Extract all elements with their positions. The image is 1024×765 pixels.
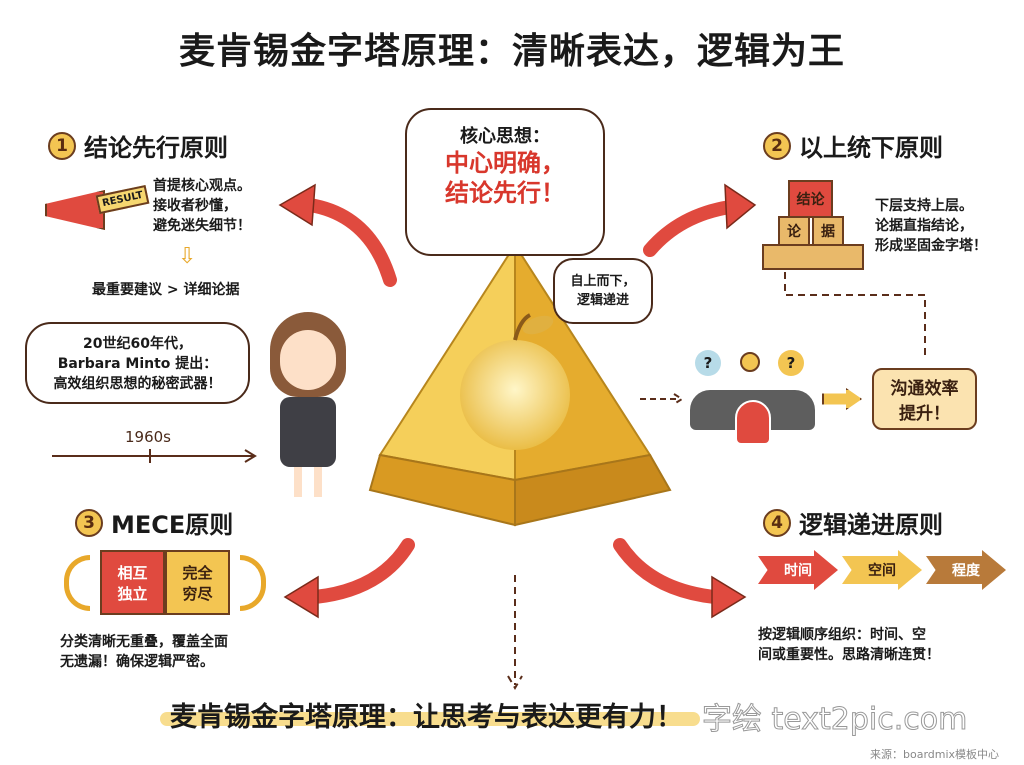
block-argument-2: 据: [812, 216, 844, 246]
top-down-bubble: 自上而下， 逻辑递进: [553, 258, 653, 324]
bottom-slogan: 麦肯锡金字塔原理：让思考与表达更有力！: [170, 702, 683, 733]
principle-4-text: 按逻辑顺序组织：时间、空 间或重要性。思路清晰连贯！: [758, 627, 940, 663]
outcome-box: 沟通效率 提升！: [872, 368, 977, 430]
bottom-highlight: [160, 712, 700, 726]
golden-apple-icon: [460, 340, 570, 450]
barbara-minto-avatar: [262, 312, 354, 502]
dashed-arrow: [640, 393, 684, 405]
result-badge: RESULT: [95, 184, 150, 215]
principle-title: MECE原则: [111, 511, 234, 539]
dashed-connector: [784, 272, 926, 355]
principle-1-heading: 1 结论先行原则: [48, 128, 228, 163]
principle-3-text: 分类清晰无重叠，覆盖全面 无遗漏！确保逻辑严密。: [60, 634, 228, 670]
number-badge: 4: [763, 508, 791, 537]
golden-pyramid: [368, 241, 672, 527]
audience-group-icon: ? ?: [690, 350, 815, 445]
principle-2-text: 下层支持上层。 论据直指结论， 形成坚固金字塔！: [875, 198, 987, 254]
number-badge: 2: [763, 131, 791, 160]
principle-1-text: 首提核心观点。 接收者秒懂， 避免迷失细节！: [153, 178, 251, 234]
number-badge: 3: [75, 508, 103, 537]
cycle-arrow-right-icon: [240, 555, 266, 611]
arrow-to-principle-3: [308, 538, 415, 604]
watermark: 字绘 text2pic.com: [701, 702, 968, 738]
arrow-to-principle-4: [613, 538, 722, 604]
step-space: 空间: [842, 550, 922, 590]
principle-2-heading: 2 以上统下原则: [763, 128, 943, 163]
source-credit: 来源：boardmix模板中心: [870, 748, 1000, 761]
principle-3-heading: 3 MECE原则: [75, 505, 233, 540]
core-idea-bubble: 核心思想： 中心明确， 结论先行！: [405, 108, 605, 256]
down-arrow-icon: ⇩: [178, 244, 197, 269]
core-idea-main: 中心明确， 结论先行！: [445, 149, 565, 207]
timeline-year: 1960s: [125, 428, 171, 446]
base-blocks: [762, 244, 864, 270]
number-badge: 1: [48, 131, 76, 160]
history-bubble: 20世纪60年代， Barbara Minto 提出： 高效组织思想的秘密武器！: [25, 322, 250, 404]
principle-title: 结论先行原则: [84, 134, 228, 162]
core-idea-label: 核心思想：: [460, 126, 550, 147]
puzzle-piece-independent: 相互 独立: [100, 550, 165, 615]
principle-title: 以上统下原则: [799, 134, 943, 162]
step-time: 时间: [758, 550, 838, 590]
principle-title: 逻辑递进原则: [799, 511, 943, 539]
page-title: 麦肯锡金字塔原理：清晰表达，逻辑为王: [178, 31, 845, 72]
timeline-arrow: [52, 449, 257, 463]
cycle-arrow-left-icon: [64, 555, 90, 611]
principle-4-heading: 4 逻辑递进原则: [763, 505, 943, 540]
block-argument-1: 论: [778, 216, 810, 246]
step-degree: 程度: [926, 550, 1006, 590]
block-conclusion: 结论: [788, 180, 833, 218]
puzzle-piece-exhaustive: 完全 穷尽: [165, 550, 230, 615]
principle-1-footer: 最重要建议 > 详细论据: [92, 282, 240, 298]
right-arrow-icon: [822, 388, 862, 410]
megaphone-icon: RESULT: [45, 178, 150, 238]
